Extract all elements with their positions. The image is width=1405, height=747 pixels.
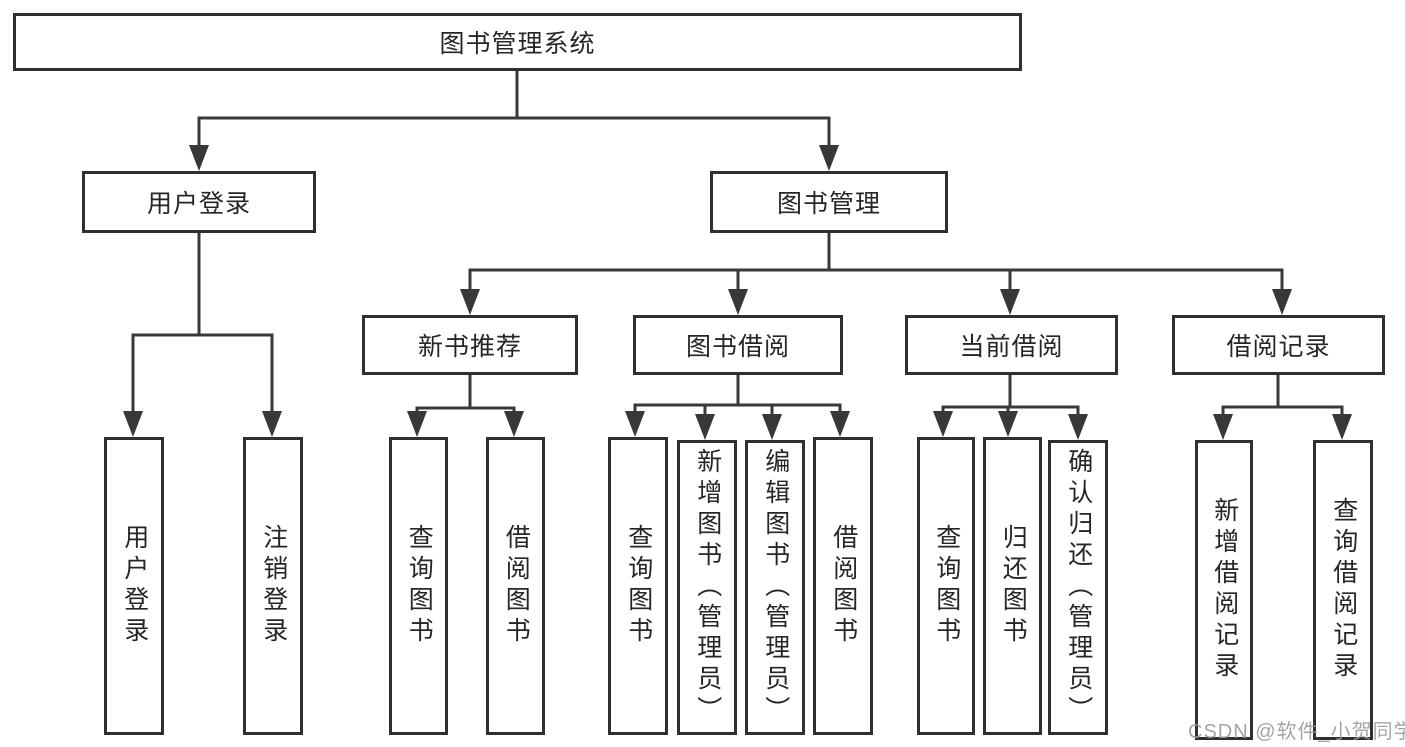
leaf-edit-book-admin: 编辑图书（管理员）: [745, 440, 805, 735]
node-label: 新增图书（管理员）: [693, 448, 722, 727]
node-label: 新书推荐: [417, 333, 522, 361]
node-label: 借阅图书: [502, 524, 531, 648]
node-root: 图书管理系统: [13, 13, 1022, 71]
node-label: 查询图书: [624, 524, 653, 648]
node-user-login: 用户登录: [82, 171, 316, 233]
node-book-management: 图书管理: [710, 171, 948, 233]
leaf-query-books-1: 查询图书: [389, 437, 448, 735]
node-label: 查询借阅记录: [1329, 497, 1358, 683]
node-label: 当前借阅: [959, 333, 1064, 361]
node-borrowing-records: 借阅记录: [1172, 315, 1385, 375]
leaf-add-borrow-record: 新增借阅记录: [1195, 440, 1253, 740]
node-label: 图书管理: [776, 190, 881, 218]
node-label: 用户登录: [146, 190, 251, 218]
node-label: 注销登录: [259, 524, 288, 648]
arrow-down: [189, 116, 839, 171]
arrow-down: [123, 333, 1352, 440]
node-current-borrowing: 当前借阅: [905, 315, 1118, 375]
node-label: 新增借阅记录: [1210, 497, 1239, 683]
csdn-watermark: CSDN @软件_小贺同学: [1188, 721, 1405, 743]
node-label: 借阅图书: [829, 524, 858, 648]
leaf-user-login: 用户登录: [104, 437, 164, 735]
node-label: 编辑图书（管理员）: [761, 448, 790, 727]
leaf-add-book-admin: 新增图书（管理员）: [677, 440, 737, 735]
node-label: 图书借阅: [685, 333, 790, 361]
node-label: 归还图书: [999, 524, 1028, 648]
branch-lines: [131, 68, 1344, 410]
leaf-borrow-books-2: 借阅图书: [813, 437, 873, 735]
arrow-down: [460, 268, 1292, 315]
node-label: 用户登录: [120, 524, 149, 648]
leaf-query-books-3: 查询图书: [917, 437, 975, 735]
node-label: 图书管理系统: [439, 30, 596, 58]
node-label: 借阅记录: [1226, 333, 1331, 361]
leaf-confirm-return-admin: 确认归还（管理员）: [1048, 440, 1108, 735]
node-label: 查询图书: [932, 524, 961, 648]
leaf-query-borrow-record: 查询借阅记录: [1313, 440, 1373, 740]
node-book-borrowing: 图书借阅: [633, 315, 843, 375]
leaf-logout: 注销登录: [243, 437, 303, 735]
node-label: 确认归还（管理员）: [1064, 448, 1093, 727]
leaf-borrow-books-1: 借阅图书: [486, 437, 545, 735]
leaf-return-books: 归还图书: [983, 437, 1042, 735]
node-label: 查询图书: [405, 524, 434, 648]
leaf-query-books-2: 查询图书: [608, 437, 668, 735]
node-new-book-recommend: 新书推荐: [362, 315, 578, 375]
